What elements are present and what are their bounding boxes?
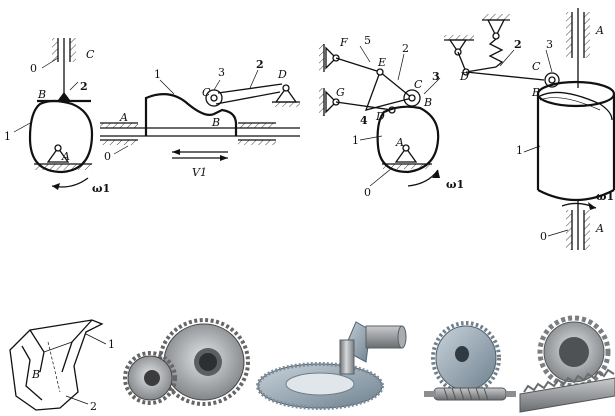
label-4: 4 (360, 114, 368, 127)
label-A: A (61, 150, 70, 163)
label-C: C (86, 48, 95, 61)
slider-cam-mechanism: 1 3 2 D C B A 0 V1 (100, 58, 300, 179)
label-V1: V1 (192, 166, 207, 179)
gear-teeth-sketch: 1 B 2 (9, 319, 115, 413)
label-D: D (277, 68, 287, 81)
label-3: 3 (432, 70, 440, 83)
label-omega1: ω1 (446, 178, 464, 191)
label-B: B (531, 86, 540, 99)
label-B: B (211, 116, 220, 129)
label-3: 3 (546, 38, 553, 51)
label-omega1: ω1 (92, 182, 110, 195)
label-0: 0 (540, 230, 547, 243)
label-0: 0 (30, 62, 37, 75)
label-A: A (119, 111, 128, 124)
cam-follower-mechanism: 0 C 2 B 1 A ω1 (4, 38, 110, 195)
label-3: 3 (218, 66, 225, 79)
drum-cam-mechanism: 2 3 A D C B 1 ω1 0 A (444, 8, 615, 250)
label-0: 0 (364, 186, 371, 199)
label-G: G (336, 86, 345, 99)
label-5: 5 (364, 34, 371, 47)
label-B: B (37, 88, 46, 101)
label-1: 1 (108, 338, 115, 351)
rack-and-pinion-image (519, 315, 615, 413)
label-B: B (423, 96, 432, 109)
bevel-gear-image (256, 321, 407, 410)
label-C: C (202, 86, 211, 99)
label-1: 1 (154, 68, 161, 81)
label-omega1: ω1 (596, 190, 614, 203)
cam-linkage-mechanism: F 5 2 E C 3 G 4 D B 1 A 0 ω1 (319, 34, 464, 199)
label-A-top: A (595, 24, 604, 37)
label-2: 2 (256, 58, 264, 71)
label-A-bottom: A (595, 222, 604, 235)
label-A: A (395, 136, 404, 149)
label-1: 1 (352, 134, 359, 147)
label-D: D (459, 70, 469, 83)
label-D: D (375, 110, 385, 123)
label-2: 2 (514, 38, 522, 51)
label-C: C (414, 78, 423, 91)
label-C: C (532, 60, 541, 73)
label-1: 1 (4, 130, 11, 143)
label-B: B (31, 368, 40, 381)
label-2: 2 (402, 42, 409, 55)
label-0: 0 (104, 150, 111, 163)
label-2: 2 (90, 400, 97, 413)
spur-gear-pair-image (123, 318, 250, 406)
label-E: E (377, 56, 386, 69)
label-F: F (339, 36, 348, 49)
label-1: 1 (516, 144, 523, 157)
worm-gear-image (424, 321, 516, 401)
label-2: 2 (80, 80, 88, 93)
